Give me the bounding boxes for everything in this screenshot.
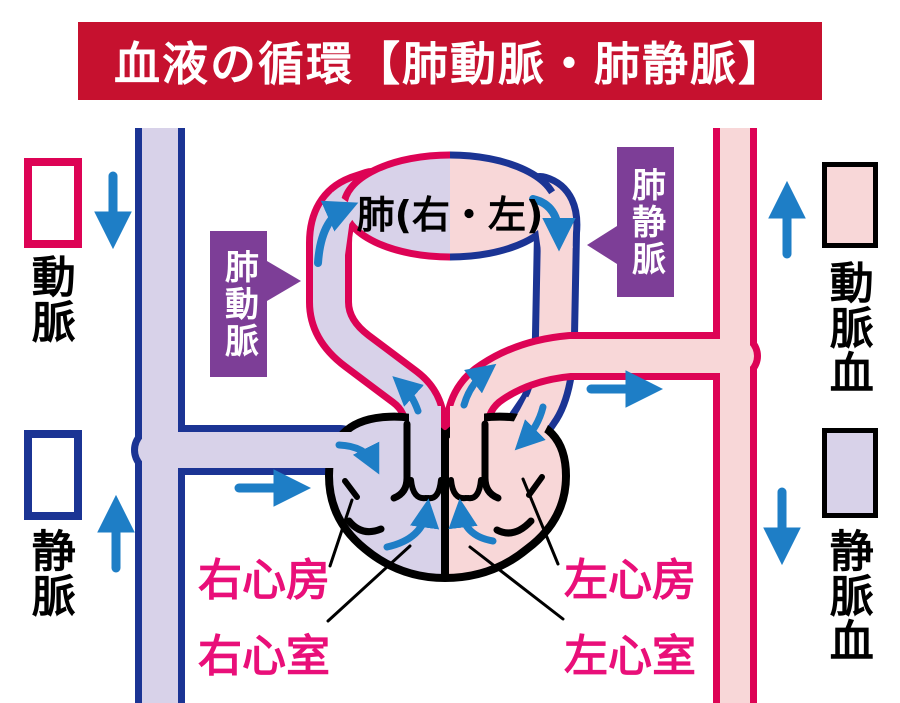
vein-legend-label: 静脈 [23,528,75,618]
pulmonary-vein-badge: 肺静脈 [587,147,674,297]
page-title: 血液の循環【肺動脈・肺静脈】 [114,37,786,91]
venous-blood-legend-label: 静脈血 [821,528,873,663]
arterial-blood-legend-label: 動脈血 [821,260,873,395]
vena-cava-vessel [131,128,365,703]
left-ventricle-label: 左心室 [564,631,696,682]
flow-arrow-out-of-lung-icon [529,195,576,252]
right-ventricle-label: 右心室 [198,631,330,682]
pulmonary-artery-badge: 肺動脈 [210,231,301,377]
right-atrium-label: 右心房 [198,555,330,606]
venous-blood-legend-swatch [822,428,878,518]
lung-shape [340,151,560,261]
title-banner: 血液の循環【肺動脈・肺静脈】 [78,22,822,100]
right-atrium-leader-line [328,498,354,568]
arterial-blood-legend-swatch [822,162,878,248]
left-atrium-leader-line [521,477,560,566]
flow-arrow-pulmonary-artery-icon [392,376,424,415]
flow-arrows [94,171,806,573]
flow-arrow-aorta-icon [460,363,497,409]
left-ventricle-leader-line [468,545,565,621]
flow-arrow-atrium-entry-icon [335,441,380,475]
heart-internal-lines [342,420,545,580]
flow-arrow-ventricle-up-icon [448,498,497,545]
pulmonary-artery-label: 肺動脈 [218,248,259,360]
left-atrium-label: 左心房 [564,555,696,606]
flow-arrow-into-lung-icon [314,200,359,267]
pulmonary-vein-label: 肺静脈 [625,166,666,278]
flow-arrow-into-heart-icon [514,403,547,451]
vein-legend-swatch [24,430,82,520]
artery-legend-swatch [24,158,82,248]
leader-lines [326,477,565,623]
flow-arrow-ventricle-up-icon [383,498,440,551]
artery-legend-label: 動脈 [23,254,75,344]
lung-label: 肺(右・左) [356,193,544,237]
right-ventricle-leader-line [326,544,412,623]
